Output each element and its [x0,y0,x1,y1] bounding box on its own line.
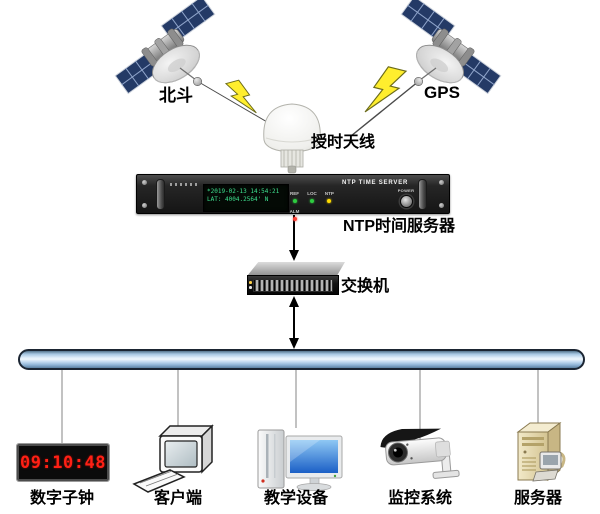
device-label-monitoring: 监控系统 [387,490,452,507]
switch-led-icon [249,281,252,284]
device-label-client: 客户端 [153,490,202,507]
arrow-switch-to-bus [289,296,299,349]
switch-top-face [247,262,345,276]
rack-handle [156,179,165,210]
switch-label: 交换机 [341,278,390,295]
faceplate-title: NTP TIME SERVER [342,180,409,186]
digital-clock: 09:10:48 [16,443,110,482]
rack-handle [418,179,427,210]
device-label-server: 服务器 [513,490,562,507]
brand-marking [170,183,198,186]
led-ref: REF [288,191,301,203]
gps-label: GPS [424,83,460,102]
led-dot-red [292,217,297,221]
led-ntp: NTP [323,191,336,203]
power-control: POWER [396,188,416,208]
lcd-line-2: LAT: 4004.2564' N [207,196,269,203]
client-computer-icon [132,424,214,493]
switch-ports [253,279,333,292]
lcd-line-1: *2019-02-13 14:54:21 [207,188,280,195]
device-label-digital-clock: 数字子钟 [29,490,94,507]
switch-front-face [247,275,339,295]
ntp-server-label: NTP时间服务器 [343,218,456,235]
device-label-teaching: 教学设备 [263,490,328,507]
ntp-time-server: *2019-02-13 14:54:21 LAT: 4004.2564' N R… [136,174,450,221]
bus-drop-lines [61,368,539,444]
beidou-lightning-icon [225,77,257,120]
power-button-icon [399,195,413,208]
switch-led-icon [249,286,252,289]
gps-satellite-icon [400,0,502,95]
ntp-lcd-display: *2019-02-13 14:54:21 LAT: 4004.2564' N [203,184,289,212]
screw-icon [142,203,147,208]
beidou-satellite-icon [114,0,216,95]
server-tower-icon [516,422,566,482]
power-label: POWER [397,188,415,193]
led-dot-yellow [327,199,332,203]
arrow-server-to-switch [289,215,299,261]
screw-icon [439,203,444,208]
led-loc: LOC [305,191,318,203]
clock-digits: 09:10:48 [20,452,106,473]
gps-signal-line [350,80,420,137]
timing-antenna-icon [263,103,321,174]
teaching-equipment-icon [257,429,343,491]
status-led-group: REF LOC NTP ALM [288,191,344,227]
screw-icon [142,180,147,185]
beidou-label: 北斗 [159,86,193,105]
led-dot-green [309,199,314,203]
cctv-camera-icon [380,428,460,479]
led-dot-green [292,199,297,203]
screw-icon [439,180,444,185]
network-switch [243,262,345,295]
led-alm: ALM [288,209,301,221]
gps-lightning-icon [364,63,407,120]
antenna-label: 授时天线 [311,134,376,151]
network-bus [18,349,585,370]
